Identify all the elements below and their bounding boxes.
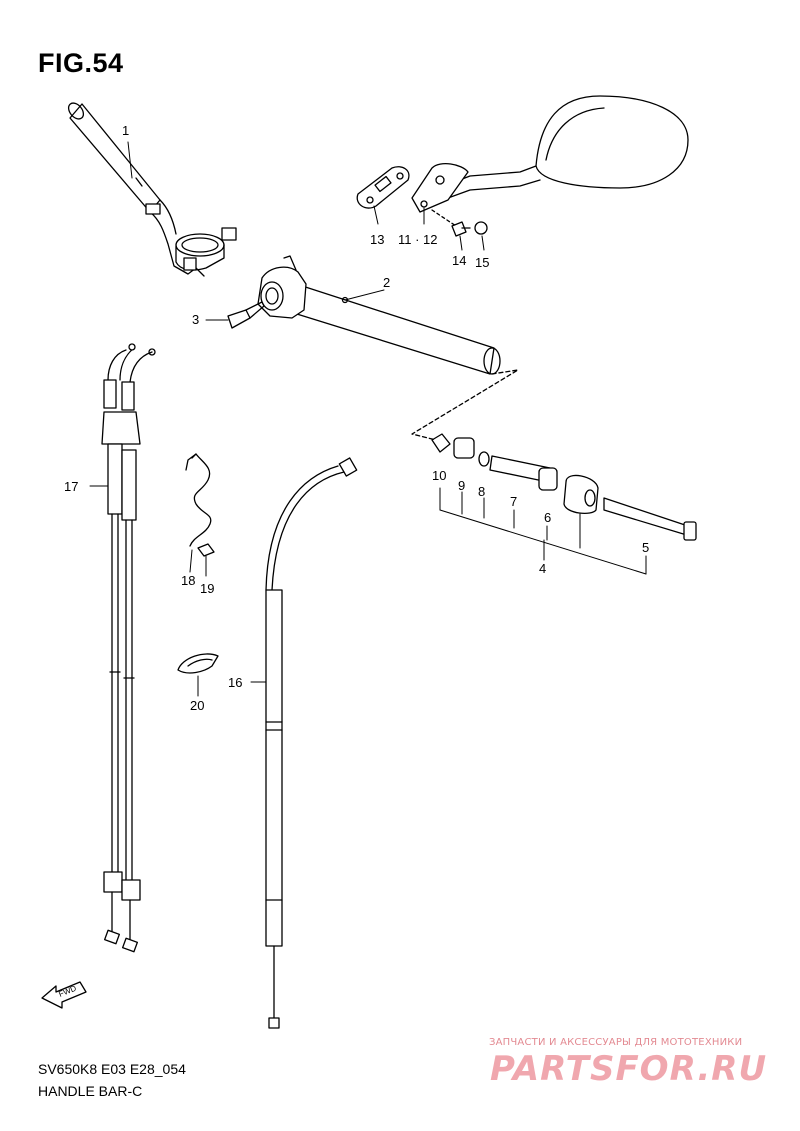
callout-labels: 1 2 3 4 5 6 7 8 9 10 11 · 12 13 14 15 16… <box>57 123 649 999</box>
forward-arrow-icon <box>41 981 87 1009</box>
callout-19: 19 <box>200 581 214 596</box>
assembly-leader-line <box>411 369 519 441</box>
callout-6: 6 <box>544 510 551 525</box>
callout-3: 3 <box>192 312 199 327</box>
screw-part-14 <box>431 209 471 237</box>
callout-16: 16 <box>228 675 242 690</box>
callout-10: 10 <box>432 468 446 483</box>
diagram-code: SV650K8 E03 E28_054 <box>38 1061 186 1077</box>
callout-13: 13 <box>370 232 384 247</box>
bolt-part-3 <box>227 301 265 329</box>
clutch-cable-part <box>265 457 358 1029</box>
callout-15: 15 <box>475 255 489 270</box>
right-handlebar-part <box>257 255 501 375</box>
cap-part-15 <box>474 221 488 235</box>
callout-5: 5 <box>642 540 649 555</box>
assembly-bracket-lines <box>439 487 647 575</box>
figure-title: FIG.54 <box>38 48 124 78</box>
diagram-caption: HANDLE BAR-C <box>38 1083 143 1099</box>
callout-20: 20 <box>190 698 204 713</box>
callout-8: 8 <box>478 484 485 499</box>
callout-11-12: 11 · 12 <box>398 232 438 247</box>
cable-guide-part-20 <box>177 653 219 674</box>
callout-2: 2 <box>383 275 390 290</box>
mirror-assembly-part <box>411 95 689 213</box>
callout-9: 9 <box>458 478 465 493</box>
wire-clamp-part-18 <box>185 453 212 547</box>
callout-7: 7 <box>510 494 517 509</box>
screw-part-19 <box>197 543 215 557</box>
mount-plate-part <box>356 166 410 209</box>
callout-4: 4 <box>539 561 546 576</box>
callout-17: 17 <box>64 479 78 494</box>
watermark-tagline: ЗАПЧАСТИ И АКСЕССУАРЫ ДЛЯ МОТОТЕХНИКИ <box>489 1037 743 1048</box>
callout-14: 14 <box>452 253 466 268</box>
left-handlebar-part <box>67 102 237 277</box>
bar-end-assembly <box>431 433 697 541</box>
throttle-cables-part <box>101 343 156 953</box>
callout-1: 1 <box>122 123 129 138</box>
callout-18: 18 <box>181 573 195 588</box>
watermark-logo: PARTSFOR.RU <box>490 1049 768 1089</box>
callout-leader-lines <box>89 141 485 697</box>
